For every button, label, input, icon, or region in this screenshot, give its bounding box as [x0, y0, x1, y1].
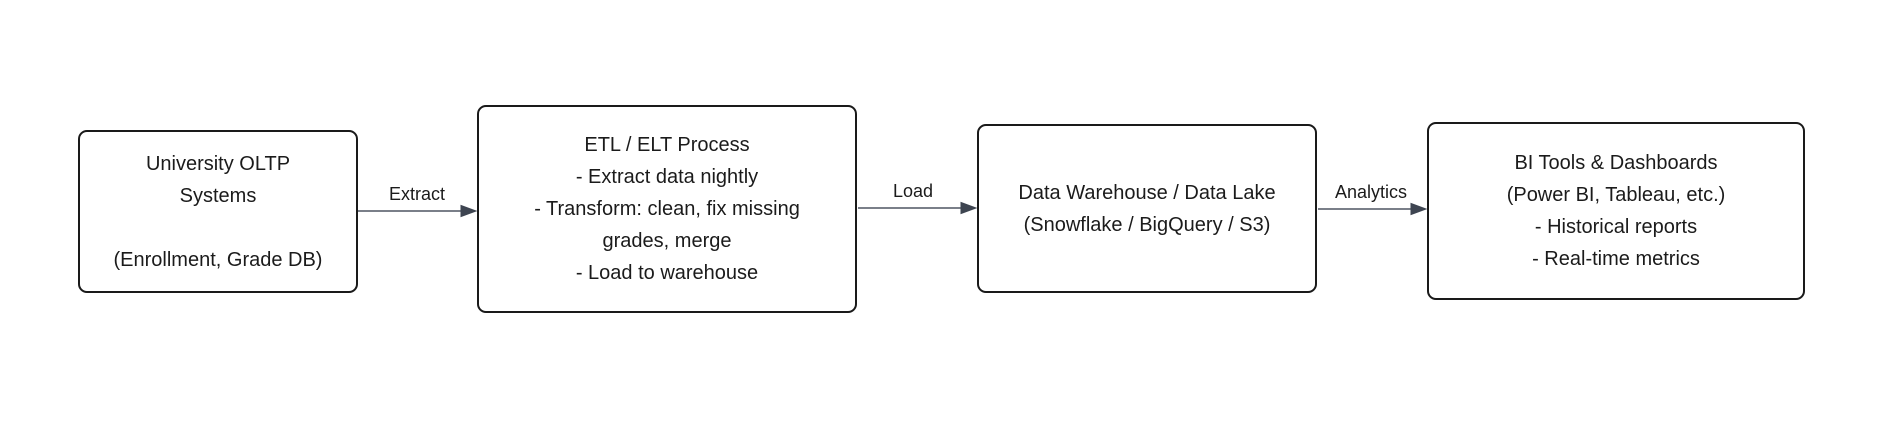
arrow-load: [858, 201, 978, 215]
edge-label-load: Load: [889, 180, 937, 202]
node-etl-elt-process: ETL / ELT Process - Extract data nightly…: [477, 105, 857, 313]
arrow-extract: [358, 204, 478, 218]
node-data-warehouse-lake-text: Data Warehouse / Data Lake (Snowflake / …: [1018, 181, 1276, 236]
edge-label-analytics: Analytics: [1331, 181, 1411, 203]
node-data-warehouse-lake: Data Warehouse / Data Lake (Snowflake / …: [977, 124, 1317, 293]
node-etl-elt-process-text: ETL / ELT Process - Extract data nightly…: [534, 134, 800, 284]
node-university-oltp-systems: University OLTP Systems (Enrollment, Gra…: [78, 130, 358, 293]
arrow-analytics: [1318, 202, 1428, 216]
node-bi-tools-dashboards-text: BI Tools & Dashboards (Power BI, Tableau…: [1506, 152, 1726, 270]
edge-label-extract: Extract: [385, 183, 449, 205]
node-bi-tools-dashboards: BI Tools & Dashboards (Power BI, Tableau…: [1427, 122, 1805, 300]
node-university-oltp-systems-text: University OLTP Systems (Enrollment, Gra…: [113, 152, 323, 271]
